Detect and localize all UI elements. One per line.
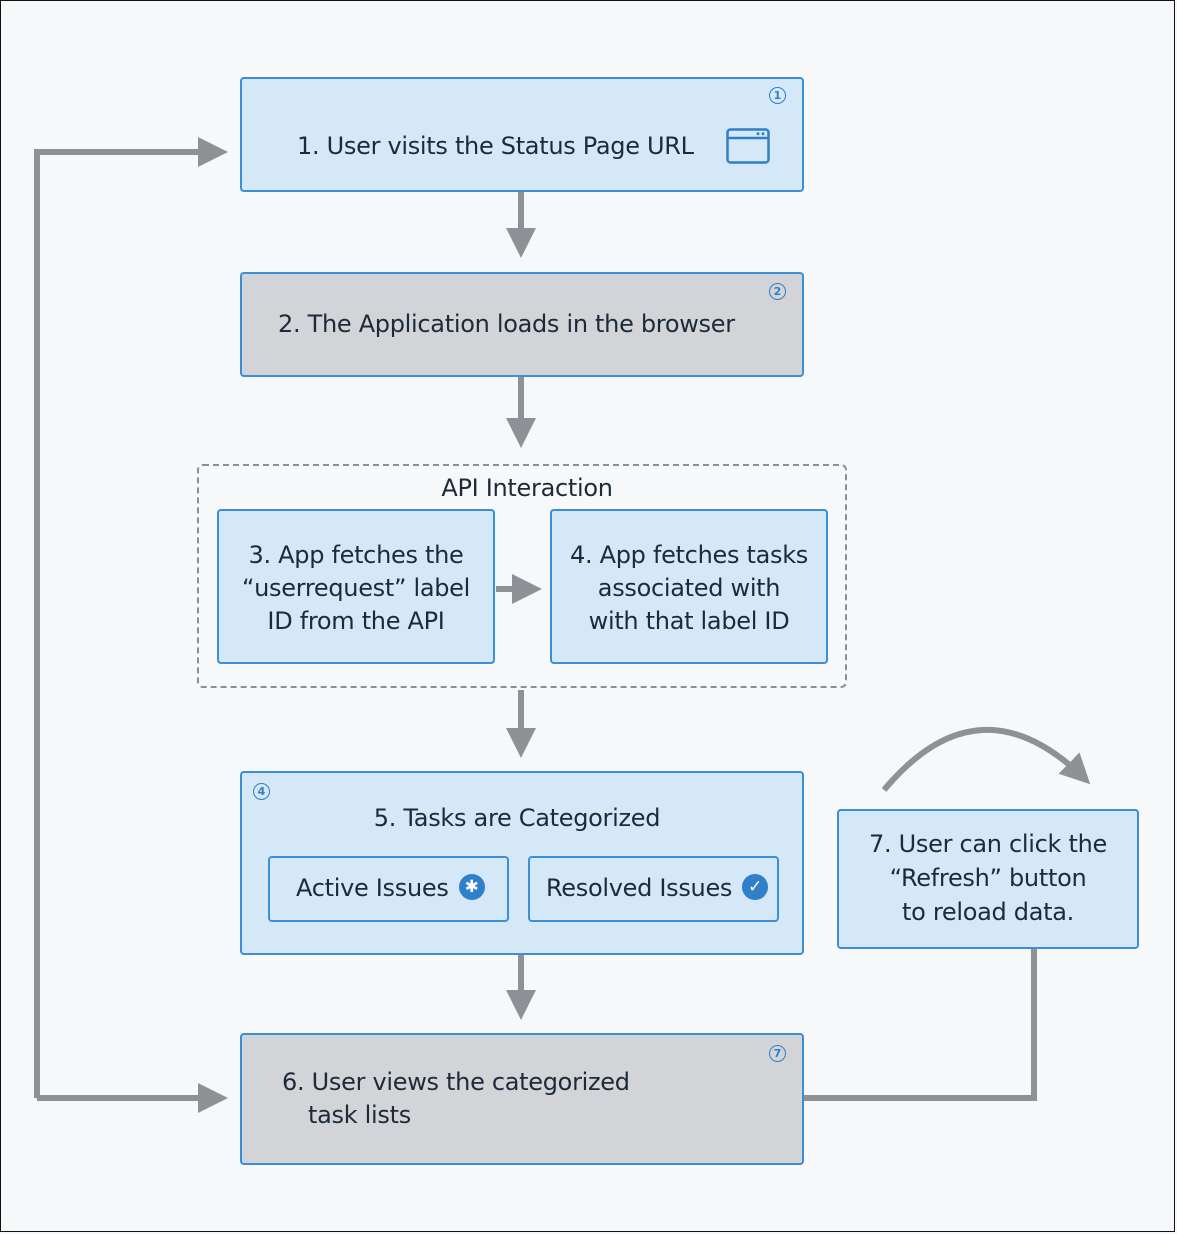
step-5-badge: 4 xyxy=(253,783,270,800)
browser-window-icon xyxy=(726,128,770,164)
resolved-issues-label: Resolved Issues xyxy=(546,874,733,902)
arrow-7-to-6 xyxy=(804,948,1037,1101)
step-7-line-1: 7. User can click the xyxy=(869,830,1107,858)
step-6-box: 7 6. User views the categorized task lis… xyxy=(240,1033,804,1165)
step-4-line-3: with that label ID xyxy=(588,607,790,635)
step-1-text: 1. User visits the Status Page URL xyxy=(297,132,694,160)
step-4-box: 4. App fetches tasks associated with wit… xyxy=(550,509,828,664)
step-3-line-1: 3. App fetches the xyxy=(248,541,464,569)
refresh-curved-arrow xyxy=(881,726,1091,792)
step-6-badge: 7 xyxy=(769,1045,786,1062)
step-4-line-1: 4. App fetches tasks xyxy=(570,541,808,569)
step-2-box: 2 2. The Application loads in the browse… xyxy=(240,272,804,377)
api-interaction-label: API Interaction xyxy=(441,474,613,502)
step-6-line-2: task lists xyxy=(308,1101,411,1129)
step-6-line-1: 6. User views the categorized xyxy=(282,1068,630,1096)
step-7-box: 7. User can click the “Refresh” button t… xyxy=(837,809,1139,949)
step-3-box: 3. App fetches the “userrequest” label I… xyxy=(217,509,495,664)
active-issues-chip: Active Issues ✱ xyxy=(268,856,509,922)
step-3-line-2: “userrequest” label xyxy=(242,574,470,602)
resolved-issues-chip: Resolved Issues ✓ xyxy=(528,856,779,922)
api-interaction-group xyxy=(197,464,847,688)
arrow-loop-to-1 xyxy=(34,137,228,1098)
step-3-line-3: ID from the API xyxy=(267,607,445,635)
step-5-title: 5. Tasks are Categorized xyxy=(373,804,661,832)
step-2-badge: 2 xyxy=(769,283,786,300)
step-2-text: 2. The Application loads in the browser xyxy=(278,310,735,338)
step-7-line-3: to reload data. xyxy=(902,898,1074,926)
step-1-badge: 1 xyxy=(769,87,786,104)
check-circle-icon: ✓ xyxy=(742,874,769,900)
wrench-icon: ✱ xyxy=(458,874,485,900)
step-5-box: 4 5. Tasks are Categorized Active Issues… xyxy=(240,771,804,955)
step-7-line-2: “Refresh” button xyxy=(889,864,1087,892)
step-1-box: 1 1. User visits the Status Page URL xyxy=(240,77,804,192)
active-issues-label: Active Issues xyxy=(296,874,449,902)
step-4-line-2: associated with xyxy=(597,574,781,602)
